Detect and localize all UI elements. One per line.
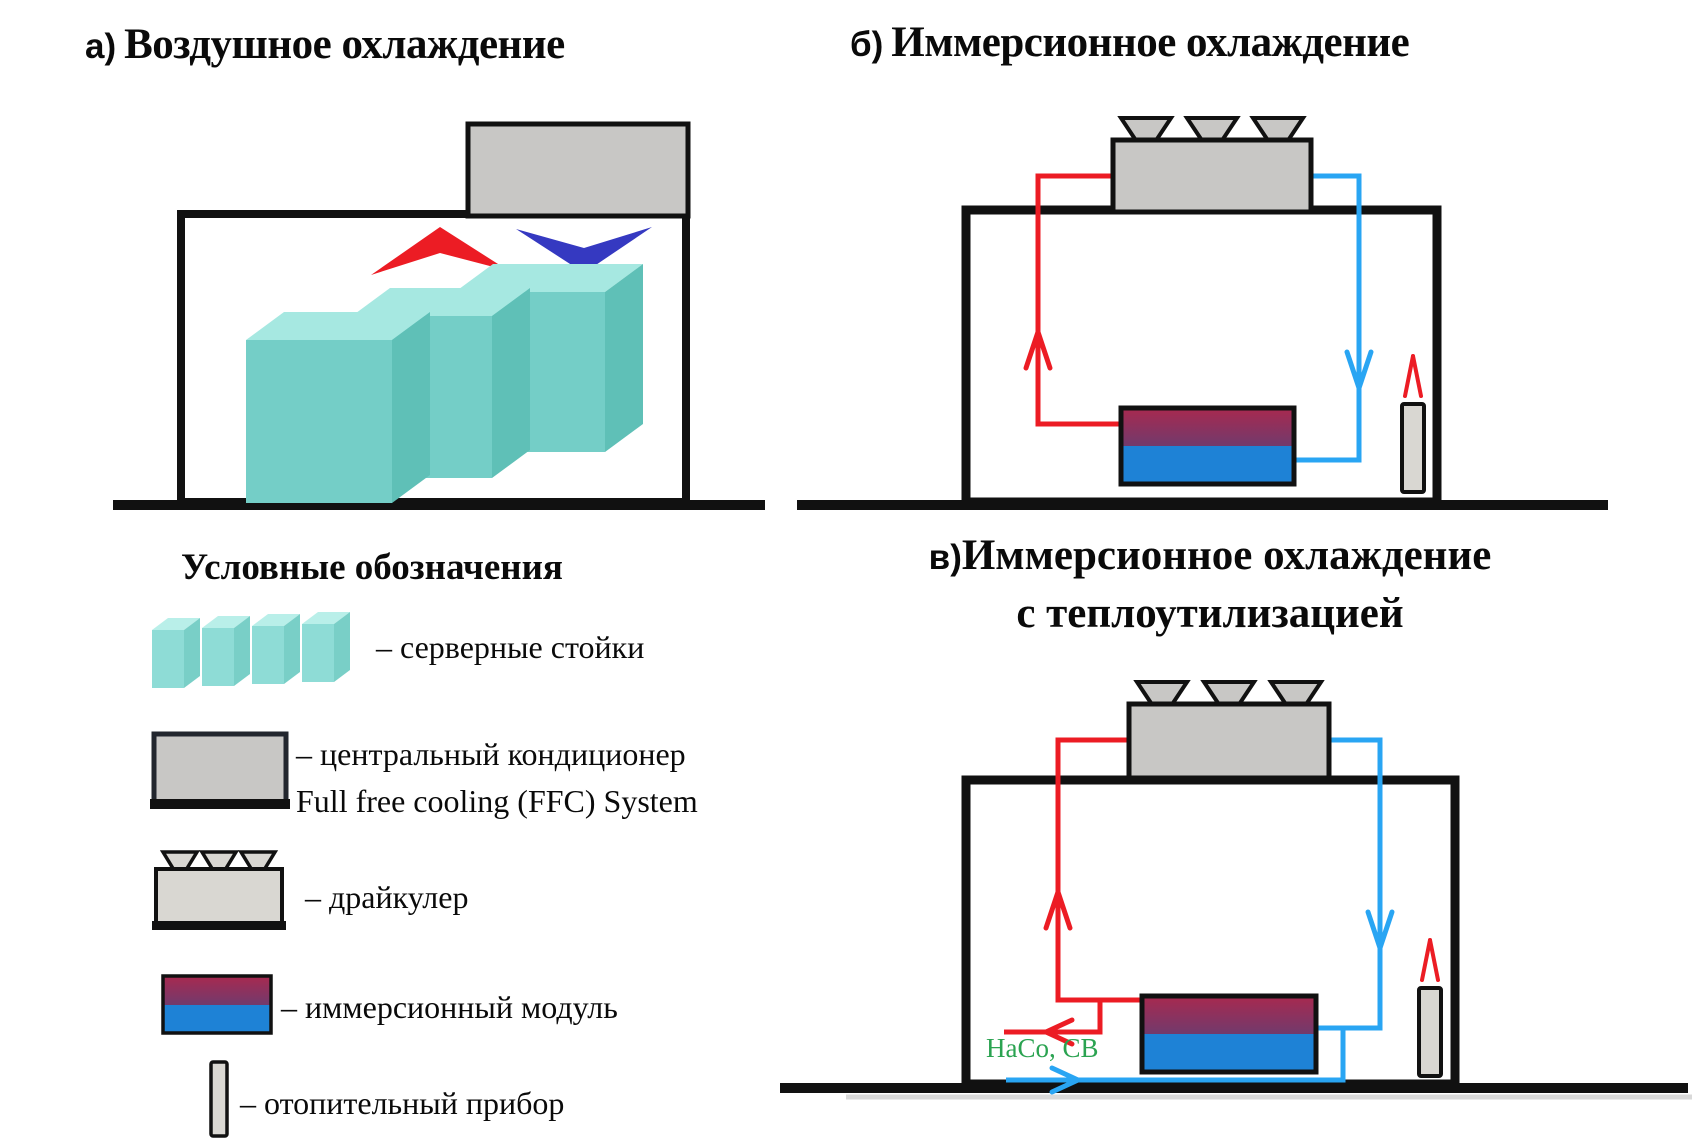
panel-b-title-text: Иммерсионное охлаждение [891, 19, 1410, 66]
legend-label-dry-cooler: – драйкулер [305, 879, 469, 915]
dry-cooler [1110, 116, 1314, 215]
legend-title: Условные обозначения [181, 547, 563, 588]
panel-v-title-line1: в)Иммерсионное охлаждение [928, 532, 1492, 579]
legend-label-ffc-line1: – центральный кондиционер [296, 736, 686, 772]
panel-a-prefix: а) [85, 27, 117, 66]
heater-heat-arrow [1420, 938, 1440, 982]
panel-b-prefix: б) [850, 25, 884, 64]
dry-cooler [1126, 680, 1332, 781]
immersion-module [1139, 993, 1319, 1075]
server-rack [246, 312, 430, 503]
cold-pipe [1294, 173, 1362, 463]
panel-v-title-line2: с теплоутилизацией [1016, 590, 1404, 637]
ffc-conditioner [465, 121, 691, 219]
heat-reuse-pipe [1004, 1000, 1103, 1035]
panel-a-diagram [113, 121, 765, 510]
legend-label-ffc: – центральный кондиционер Full free cool… [296, 731, 698, 825]
cold-flow-down-arrow [1344, 349, 1374, 391]
cold-air-arrow [516, 227, 652, 273]
immersion-module [1118, 405, 1297, 487]
panel-v-title: в)Иммерсионное охлаждение с теплоутилиза… [880, 528, 1540, 642]
heat-reuse-left-arrow [1043, 1017, 1075, 1047]
legend-label-heater: – отопительный прибор [240, 1085, 565, 1121]
heat-reuse-label: НаСо, СВ [986, 1033, 1099, 1063]
heater-heat-arrow [1403, 354, 1423, 398]
ffc-conditioner-icon [150, 731, 290, 809]
cold-flow-down-arrow [1365, 909, 1395, 951]
panel-v-diagram [780, 680, 1692, 1100]
heater-icon [209, 1060, 229, 1138]
panel-a-title: а) Воздушное охлаждение [85, 20, 565, 69]
hot-flow-up-arrow [1043, 889, 1073, 931]
cold-supply-right-arrow [1049, 1065, 1081, 1095]
cold-supply-pipe [1006, 1030, 1346, 1083]
panel-a-title-text: Воздушное охлаждение [124, 21, 565, 68]
legend-label-server-racks: – серверные стойки [376, 629, 645, 665]
heater [1400, 402, 1426, 494]
immersion-module-icon [161, 974, 273, 1035]
panel-b-diagram [797, 116, 1608, 510]
hot-air-arrow [371, 227, 509, 275]
server-racks-icon [152, 612, 350, 688]
legend-icons [150, 612, 350, 1138]
cold-pipe [1316, 737, 1383, 1031]
panel-v-prefix: в) [928, 538, 962, 577]
panel-b-title: б) Иммерсионное охлаждение [850, 18, 1410, 67]
legend-label-immersion-module: – иммерсионный модуль [281, 989, 618, 1025]
hot-pipe [1035, 173, 1124, 427]
hot-flow-up-arrow [1023, 329, 1053, 371]
dry-cooler-icon [152, 850, 286, 930]
legend-label-ffc-line2: Full free cooling (FFC) System [296, 783, 698, 819]
heater [1417, 986, 1443, 1078]
